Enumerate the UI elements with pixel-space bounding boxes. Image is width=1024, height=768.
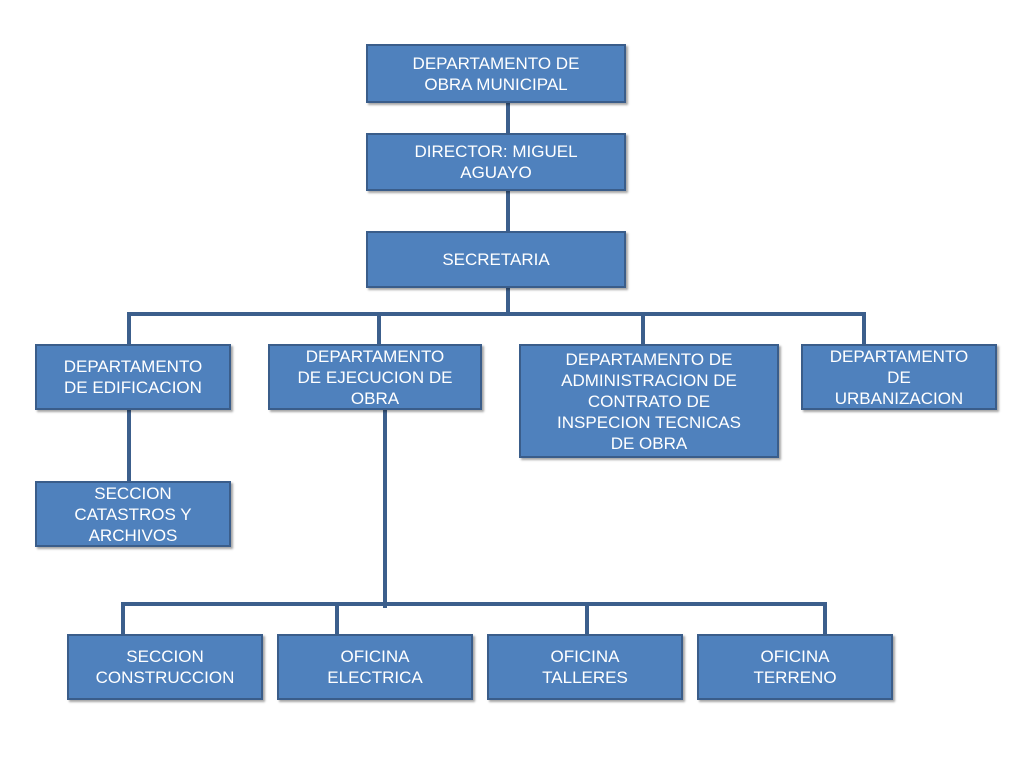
node-departamento-edificacion-label: DEPARTAMENTO DE EDIFICACION — [63, 357, 203, 397]
node-departamento-administracion-contrato-label: DEPARTAMENTO DE ADMINISTRACION DE CONTRA… — [557, 349, 741, 453]
node-oficina-electrica: OFICINA ELECTRICA — [277, 634, 473, 700]
node-departamento-ejecucion-obra-label: DEPARTAMENTO DE EJECUCION DE OBRA — [297, 346, 453, 408]
node-secretaria: SECRETARIA — [366, 231, 626, 288]
node-seccion-catastros-archivos-label: SECCION CATASTROS Y ARCHIVOS — [74, 483, 192, 545]
node-oficina-electrica-label: OFICINA ELECTRICA — [327, 647, 423, 687]
node-seccion-construccion: SECCION CONSTRUCCION — [67, 634, 263, 700]
node-oficina-talleres: OFICINA TALLERES — [487, 634, 683, 700]
node-departamento-administracion-contrato: DEPARTAMENTO DE ADMINISTRACION DE CONTRA… — [519, 344, 779, 458]
node-departamento-obra-municipal: DEPARTAMENTO DE OBRA MUNICIPAL — [366, 44, 626, 103]
node-oficina-talleres-label: OFICINA TALLERES — [542, 647, 628, 687]
node-departamento-edificacion: DEPARTAMENTO DE EDIFICACION — [35, 344, 231, 410]
node-director-label: DIRECTOR: MIGUEL AGUAYO — [414, 142, 578, 182]
node-director: DIRECTOR: MIGUEL AGUAYO — [366, 133, 626, 191]
node-departamento-obra-municipal-label: DEPARTAMENTO DE OBRA MUNICIPAL — [412, 53, 580, 94]
node-oficina-terreno: OFICINA TERRENO — [697, 634, 893, 700]
node-departamento-urbanizacion-label: DEPARTAMENTO DE URBANIZACION — [829, 346, 969, 408]
node-departamento-ejecucion-obra: DEPARTAMENTO DE EJECUCION DE OBRA — [268, 344, 482, 410]
node-oficina-terreno-label: OFICINA TERRENO — [753, 647, 837, 687]
node-seccion-catastros-archivos: SECCION CATASTROS Y ARCHIVOS — [35, 481, 231, 547]
node-secretaria-label: SECRETARIA — [442, 250, 550, 269]
node-departamento-urbanizacion: DEPARTAMENTO DE URBANIZACION — [801, 344, 997, 410]
node-seccion-construccion-label: SECCION CONSTRUCCION — [95, 647, 235, 687]
